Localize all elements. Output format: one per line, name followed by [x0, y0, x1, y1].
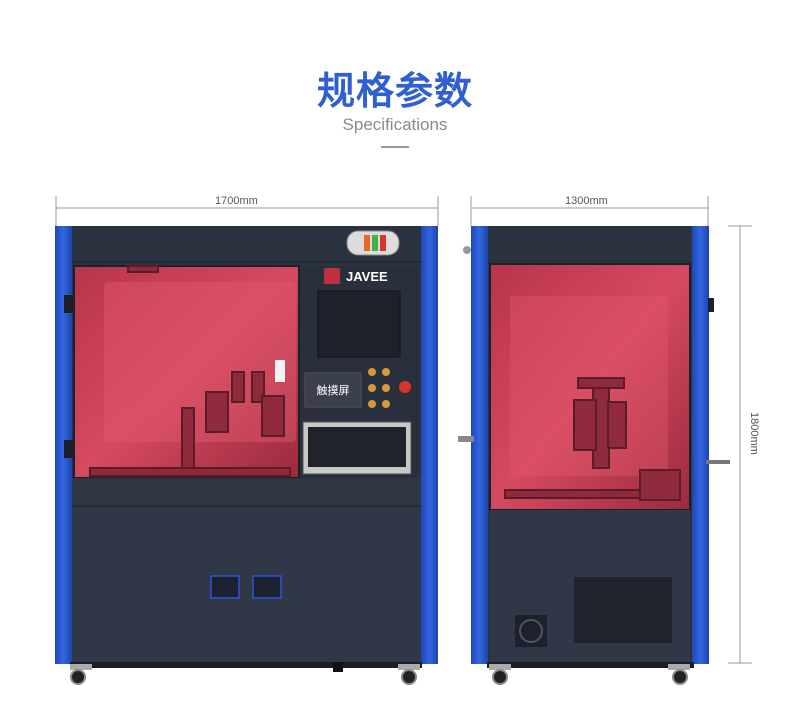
- front-width-label: 1700mm: [215, 195, 258, 207]
- height-label: 1800mm: [748, 412, 760, 455]
- page-title: 规格参数: [316, 69, 473, 113]
- page-subtitle: Specifications: [342, 115, 448, 134]
- front-width-dimension: [55, 196, 439, 226]
- machine-side-view: [458, 226, 730, 685]
- brand-logo: JAVEE: [346, 269, 388, 284]
- machine-front-view: JAVEE 触摸屏: [55, 226, 438, 685]
- side-width-label: 1300mm: [565, 195, 608, 207]
- title-divider: [381, 146, 409, 148]
- height-dimension: [728, 225, 752, 664]
- touch-screen-label: 触摸屏: [317, 383, 350, 397]
- side-width-dimension: [470, 196, 709, 226]
